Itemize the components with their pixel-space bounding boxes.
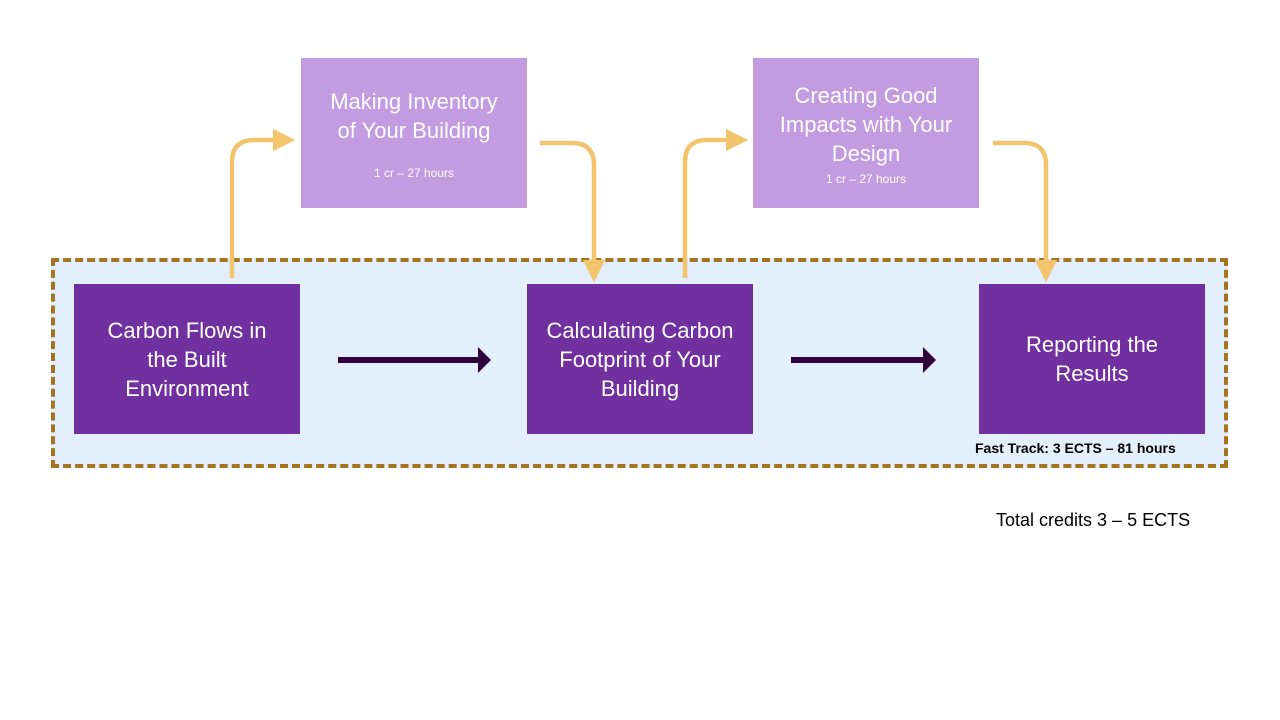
optional-module-credits: 1 cr – 27 hours xyxy=(825,171,907,186)
main-module-carbon-footprint: Calculating Carbon Footprint of Your Bui… xyxy=(527,284,753,434)
optional-module-inventory: Making Inventory of Your Building 1 cr –… xyxy=(301,58,527,208)
fast-track-label: Fast Track: 3 ECTS – 81 hours xyxy=(975,440,1176,456)
main-module-title: Carbon Flows in the Built Environment xyxy=(107,317,267,401)
total-credits-label: Total credits 3 – 5 ECTS xyxy=(996,510,1191,530)
main-module-title: Reporting the Results xyxy=(1025,332,1159,386)
main-module-title: Calculating Carbon Footprint of Your Bui… xyxy=(546,317,734,401)
main-module-reporting: Reporting the Results xyxy=(979,284,1205,434)
branch-arrow-from-inventory xyxy=(540,140,606,283)
optional-module-impacts: Creating Good Impacts with Your Design 1… xyxy=(753,58,979,208)
optional-module-title: Creating Good Impacts with Your Design xyxy=(779,82,953,166)
optional-module-credits: 1 cr – 27 hours xyxy=(373,165,455,180)
main-module-carbon-flows: Carbon Flows in the Built Environment xyxy=(74,284,300,434)
optional-module-title: Making Inventory of Your Building xyxy=(330,88,498,143)
branch-arrow-from-impacts xyxy=(993,140,1058,283)
